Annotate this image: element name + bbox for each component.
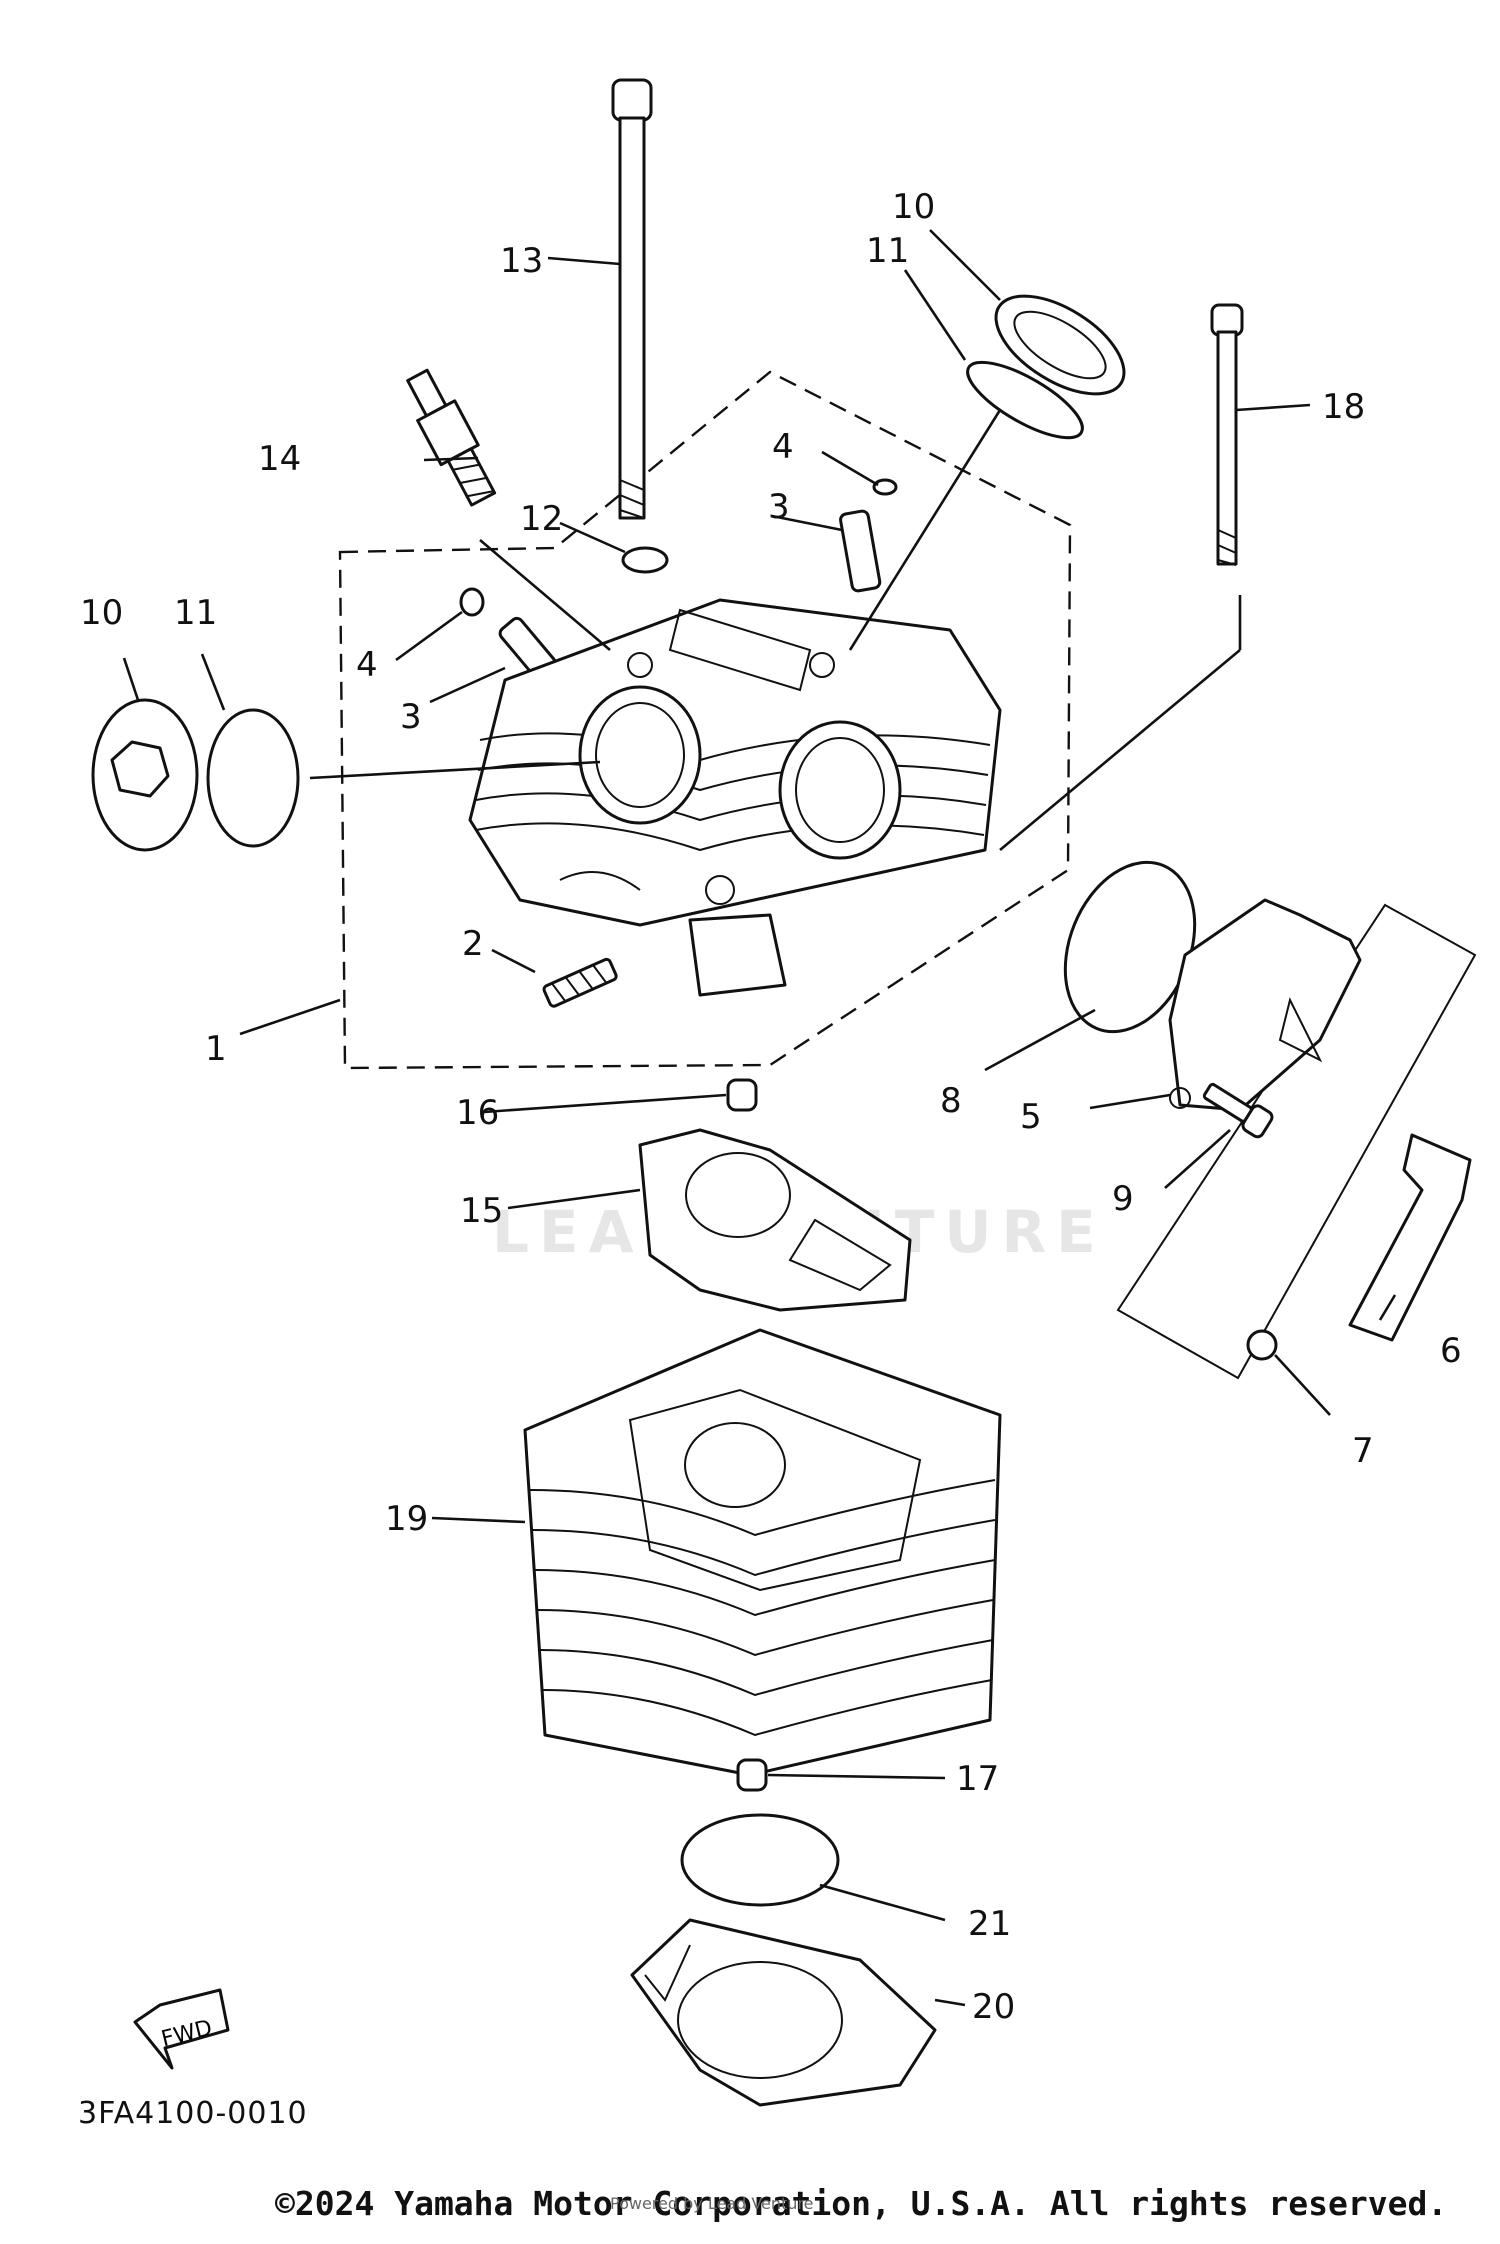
callout-20: 20 bbox=[972, 1987, 1015, 2027]
callout-4-right: 4 bbox=[772, 427, 794, 467]
clip-4-right bbox=[872, 478, 898, 496]
callout-3-right: 3 bbox=[768, 487, 790, 527]
diagram-code: 3FA4100-0010 bbox=[78, 2096, 308, 2131]
callout-10-left: 10 bbox=[80, 593, 123, 633]
dowel-pin-16 bbox=[726, 1078, 758, 1112]
cylinder-head-1 bbox=[468, 598, 1002, 997]
powered-by-text: Powered by Lead Venture bbox=[610, 2194, 814, 2213]
callout-16: 16 bbox=[456, 1093, 499, 1133]
callout-15: 15 bbox=[460, 1191, 503, 1231]
head-gasket-15 bbox=[638, 1128, 912, 1312]
callout-13: 13 bbox=[500, 241, 543, 281]
bolt-9 bbox=[1202, 1082, 1274, 1139]
leader-lines bbox=[122, 229, 1397, 2007]
forward-direction-icon: FWD bbox=[133, 1988, 230, 2070]
stud-bolt-18 bbox=[1210, 303, 1244, 566]
valve-guide-3-right bbox=[839, 509, 882, 593]
cylinder-head-assembly-boundary bbox=[338, 370, 1072, 1070]
breather-hose-6 bbox=[1348, 1133, 1472, 1342]
callout-10-top: 10 bbox=[892, 187, 935, 227]
stud-2 bbox=[542, 957, 618, 1008]
plug-cap-10-top bbox=[994, 294, 1126, 396]
callout-5: 5 bbox=[1020, 1097, 1042, 1137]
stud-bolt-13 bbox=[611, 78, 653, 520]
plug-cap-10-left bbox=[91, 698, 199, 852]
spark-plug-14 bbox=[406, 368, 497, 507]
callout-1: 1 bbox=[205, 1029, 227, 1069]
callout-14: 14 bbox=[258, 439, 301, 479]
callout-2: 2 bbox=[462, 924, 484, 964]
o-ring-11-left bbox=[206, 708, 300, 848]
callout-17: 17 bbox=[956, 1759, 999, 1799]
cylinder-19 bbox=[523, 1328, 1002, 1777]
callout-11-left: 11 bbox=[174, 593, 217, 633]
copyright-notice: ©2024 Yamaha Motor Corporation, U.S.A. A… bbox=[275, 2184, 1448, 2223]
callout-4-left: 4 bbox=[356, 645, 378, 685]
callout-7: 7 bbox=[1352, 1431, 1374, 1471]
callout-18: 18 bbox=[1322, 387, 1365, 427]
callout-9: 9 bbox=[1112, 1179, 1134, 1219]
washer-12 bbox=[621, 546, 669, 574]
callout-3-left: 3 bbox=[400, 697, 422, 737]
hose-clip-7 bbox=[1246, 1329, 1278, 1361]
base-gasket-20 bbox=[630, 1918, 937, 2107]
callout-19: 19 bbox=[385, 1499, 428, 1539]
o-ring-11-top bbox=[966, 360, 1084, 440]
clip-4-left bbox=[459, 587, 485, 617]
callout-8: 8 bbox=[940, 1081, 962, 1121]
dowel-pin-17 bbox=[736, 1758, 768, 1792]
breather-assembly-boundary bbox=[1116, 903, 1477, 1380]
o-ring-21 bbox=[680, 1813, 840, 1907]
callout-12: 12 bbox=[520, 499, 563, 539]
callout-6: 6 bbox=[1440, 1331, 1462, 1371]
breather-cover-5 bbox=[1168, 898, 1362, 1112]
callout-21: 21 bbox=[968, 1904, 1011, 1944]
callout-11-top: 11 bbox=[866, 231, 909, 271]
callout-labels: 1 2 3 3 4 4 5 6 7 8 9 10 10 11 11 12 13 … bbox=[80, 187, 1462, 2027]
